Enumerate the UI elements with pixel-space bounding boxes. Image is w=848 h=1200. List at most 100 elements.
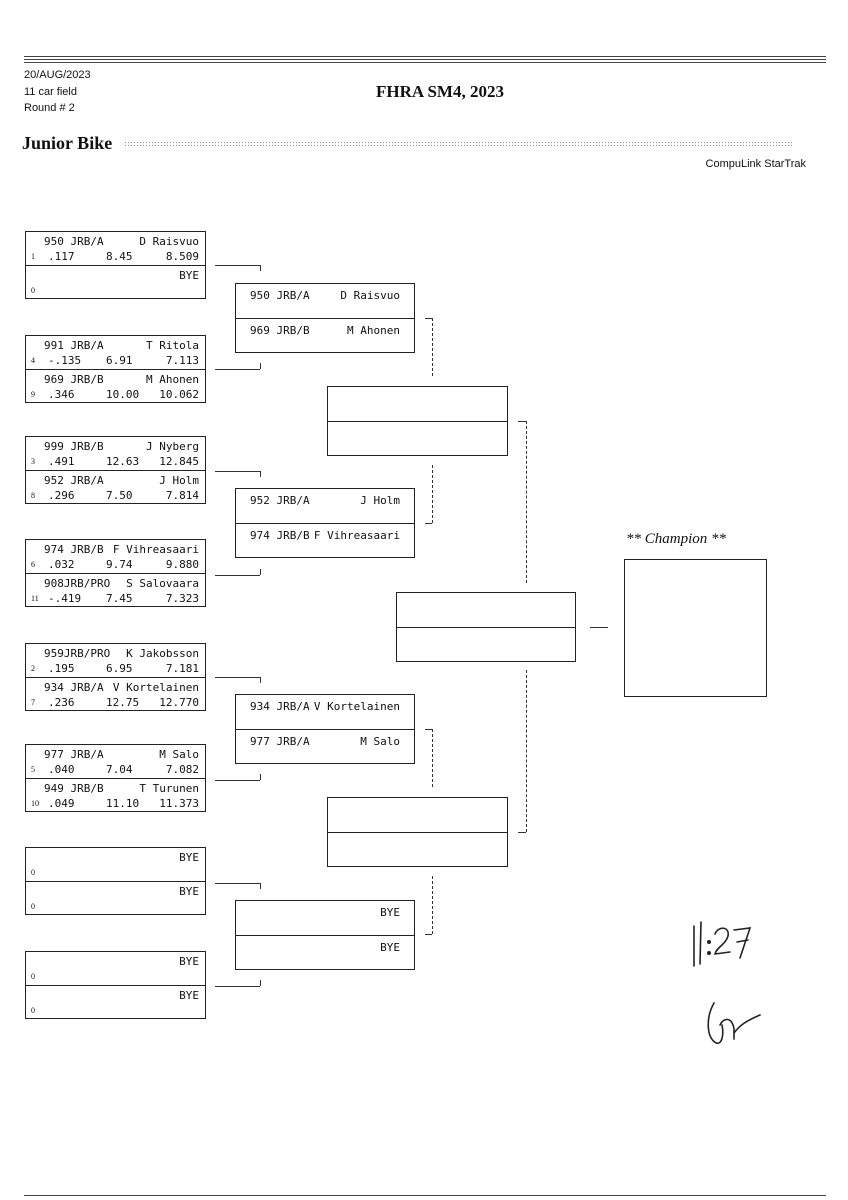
class-name: Junior Bike	[22, 133, 113, 153]
semifinal-slot	[328, 387, 507, 421]
dial-in: 9.880	[165, 558, 199, 571]
handwritten-time-note	[693, 921, 752, 967]
event-title: FHRA SM4, 2023	[376, 82, 504, 101]
round-number: Round # 2	[24, 102, 75, 114]
connector-line	[260, 569, 261, 575]
seed-number: 11	[31, 594, 39, 603]
round2-slot: 952 JRB/A J Holm	[236, 489, 414, 523]
car-number: 952 JRB/A	[250, 494, 310, 507]
connector-line	[260, 980, 261, 986]
connector-line	[215, 677, 260, 678]
dial-in: 12.770	[159, 696, 199, 709]
connector-line	[432, 318, 433, 376]
elapsed-time: 10.00	[106, 388, 140, 401]
software-brand: CompuLink StarTrak	[705, 158, 806, 170]
connector-line	[215, 575, 260, 576]
seed-number: 8	[31, 491, 35, 500]
driver-name: M Salo	[159, 748, 199, 761]
reaction-time: .040	[48, 763, 75, 776]
driver-name: J Holm	[360, 494, 400, 507]
car-number: 977 JRB/A	[250, 735, 310, 748]
top-rule-1	[24, 56, 826, 57]
driver-name: BYE	[380, 906, 400, 919]
handwritten-initials	[707, 1002, 761, 1045]
driver-name: J Holm	[159, 474, 199, 487]
seed-number: 0	[31, 902, 35, 911]
driver-name: K Jakobsson	[126, 647, 199, 660]
reaction-time: .032	[48, 558, 75, 571]
seed-number: 2	[31, 664, 35, 673]
driver-name: J Nyberg	[146, 440, 199, 453]
reaction-time: .117	[48, 250, 75, 263]
driver-name: F Vihreasaari	[313, 529, 400, 542]
reaction-time: -.419	[48, 592, 82, 605]
connector-line	[215, 780, 260, 781]
seed-number: 4	[31, 356, 35, 365]
seed-number: 10	[31, 799, 39, 808]
driver-name: BYE	[380, 941, 400, 954]
round2-slot: 969 JRB/B M Ahonen	[236, 318, 414, 352]
elapsed-time: 9.74	[106, 558, 133, 571]
driver-name: M Ahonen	[347, 324, 400, 337]
driver-name: BYE	[179, 851, 199, 864]
connector-line	[215, 471, 260, 472]
driver-name: V Kortelainen	[112, 681, 199, 694]
round1-slot: BYE 0	[26, 952, 205, 985]
round2-slot: BYE	[236, 901, 414, 935]
round2-pair: BYE BYE	[235, 900, 415, 970]
semifinal-slot	[328, 798, 507, 832]
seed-number: 3	[31, 457, 35, 466]
seed-number: 5	[31, 765, 35, 774]
semifinal-pair	[327, 386, 508, 456]
car-number: 974 JRB/B	[250, 529, 310, 542]
seed-number: 0	[31, 972, 35, 981]
field-size: 11 car field	[24, 86, 77, 98]
reaction-time: .346	[48, 388, 75, 401]
connector-line	[260, 774, 261, 780]
car-number: 969 JRB/B	[250, 324, 310, 337]
semifinal-slot	[328, 832, 507, 866]
driver-name: BYE	[179, 885, 199, 898]
elapsed-time: 7.50	[106, 489, 133, 502]
round1-pair: BYE 0 BYE 0	[25, 951, 206, 1019]
connector-line	[432, 729, 433, 787]
driver-name: BYE	[179, 269, 199, 282]
connector-line	[425, 729, 432, 730]
car-number: 908JRB/PRO	[44, 577, 111, 590]
dial-in: 11.373	[159, 797, 199, 810]
reaction-time: .236	[48, 696, 75, 709]
dial-in: 7.082	[165, 763, 199, 776]
connector-line	[215, 369, 260, 370]
car-number: 974 JRB/B	[44, 543, 104, 556]
elapsed-time: 8.45	[106, 250, 133, 263]
event-date: 20/AUG/2023	[24, 69, 91, 81]
car-number: 969 JRB/B	[44, 373, 104, 386]
dial-in: 7.814	[165, 489, 199, 502]
driver-name: BYE	[179, 955, 199, 968]
car-number: 999 JRB/B	[44, 440, 104, 453]
dotted-banner	[124, 141, 794, 148]
dial-in: 10.062	[159, 388, 199, 401]
final-slot	[397, 627, 575, 661]
bottom-rule	[24, 1195, 826, 1196]
elapsed-time: 12.63	[106, 455, 140, 468]
round1-slot: BYE 0	[26, 881, 205, 914]
driver-name: F Vihreasaari	[112, 543, 199, 556]
connector-line	[432, 876, 433, 934]
connector-line	[518, 421, 526, 422]
